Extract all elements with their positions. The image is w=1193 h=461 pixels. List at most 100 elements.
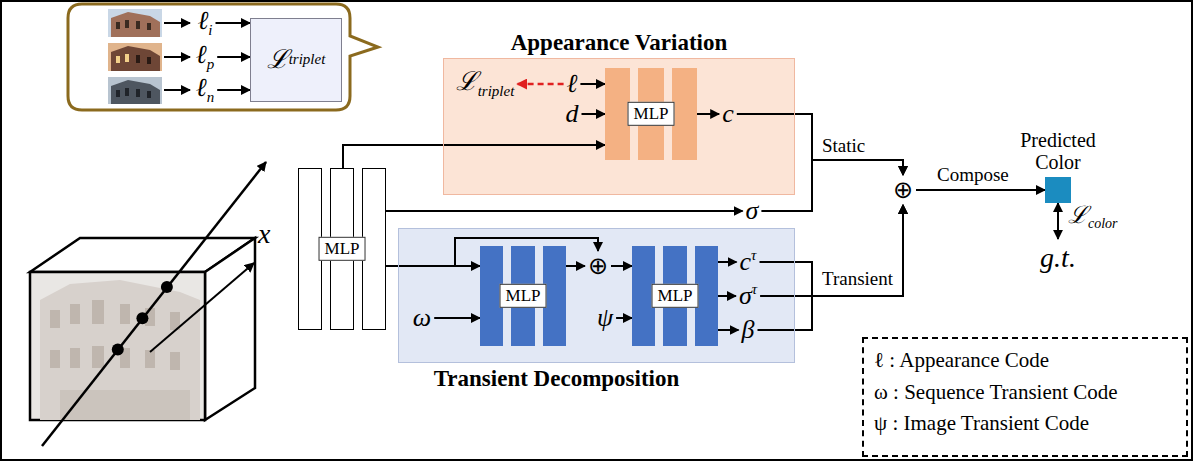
math-letter: ℓ bbox=[567, 69, 578, 98]
math-index: triplet bbox=[289, 51, 326, 68]
data-flow-arrow bbox=[566, 265, 585, 267]
math-letter: d bbox=[566, 99, 579, 128]
loss-box: ℒtriplet bbox=[250, 18, 342, 102]
scene-volume bbox=[30, 238, 255, 420]
panel-title: Transient Decomposition bbox=[359, 366, 754, 391]
math-index: τ bbox=[752, 281, 757, 297]
math-symbol: c bbox=[722, 99, 734, 129]
data-flow-arrow bbox=[760, 205, 903, 296]
axis-label: x bbox=[258, 218, 270, 250]
mlp-layer bbox=[362, 168, 386, 330]
loss-link bbox=[517, 83, 563, 86]
mlp-block: MLP bbox=[480, 246, 566, 346]
math-letter: ℓ bbox=[196, 40, 207, 69]
output-title: Predicted Color bbox=[1003, 129, 1113, 173]
data-flow-arrow bbox=[616, 317, 632, 319]
mlp-block: MLP bbox=[605, 68, 697, 160]
math-symbol: στ bbox=[739, 281, 757, 311]
math-letter: c bbox=[722, 99, 734, 128]
mlp-block: MLP bbox=[298, 168, 386, 330]
sum-operator: ⊕ bbox=[893, 178, 913, 202]
data-flow-arrow bbox=[580, 83, 605, 85]
data-flow-arrow bbox=[217, 56, 250, 58]
data-flow-arrow bbox=[718, 329, 739, 331]
mlp-block: MLP bbox=[632, 246, 718, 346]
sample-point bbox=[112, 343, 124, 355]
position-axis bbox=[150, 263, 254, 352]
math-letter: ⊕ bbox=[588, 252, 608, 280]
math-letter: ψ bbox=[597, 303, 613, 332]
data-flow-arrow bbox=[758, 205, 904, 330]
math-letter: ⊕ bbox=[893, 176, 913, 204]
photo-thumbnail bbox=[108, 43, 162, 71]
math-index: triplet bbox=[478, 83, 515, 99]
data-flow-arrow bbox=[916, 189, 1045, 191]
math-symbol: ℒtriplet bbox=[456, 67, 515, 100]
callout-bubble bbox=[68, 4, 378, 110]
math-symbol: ℓp bbox=[196, 40, 214, 73]
legend-entry: ψ : Image Transient Code bbox=[874, 408, 1176, 440]
loss-label: color bbox=[1088, 216, 1118, 232]
data-flow-arrow bbox=[761, 160, 903, 211]
mlp-label: MLP bbox=[628, 102, 675, 126]
math-letter: ℓ bbox=[197, 6, 208, 35]
image-arrow bbox=[164, 22, 190, 24]
sample-point bbox=[161, 281, 173, 293]
data-flow-arrow bbox=[611, 265, 632, 267]
math-index: τ bbox=[751, 247, 756, 263]
legend-box: ℓ : Appearance Codeω : Sequence Transien… bbox=[862, 337, 1188, 457]
math-letter: ℒ bbox=[456, 67, 478, 96]
data-flow-arrow bbox=[1057, 203, 1059, 239]
math-symbol: σ bbox=[746, 196, 759, 226]
legend-entry: ℓ : Appearance Code bbox=[874, 345, 1176, 377]
image-arrow bbox=[164, 89, 190, 91]
mlp-label: MLP bbox=[319, 237, 366, 261]
data-flow-arrow bbox=[718, 261, 737, 263]
mlp-layer bbox=[672, 68, 697, 160]
math-letter: ω bbox=[413, 303, 431, 332]
data-flow-arrow bbox=[216, 22, 251, 24]
data-flow-arrow bbox=[343, 145, 605, 168]
photo-thumbnail bbox=[108, 77, 162, 104]
math-index: i bbox=[208, 22, 212, 38]
branch-label: Transient bbox=[822, 268, 893, 290]
data-flow-arrow bbox=[582, 113, 606, 115]
math-symbol: ℓi bbox=[197, 6, 212, 39]
math-index: n bbox=[207, 89, 215, 105]
math-symbol: cτ bbox=[740, 247, 757, 277]
edge-label: Compose bbox=[935, 164, 1011, 186]
math-symbol: g.t. bbox=[1040, 242, 1076, 274]
mlp-layer bbox=[605, 68, 630, 160]
image-arrow bbox=[164, 56, 190, 58]
math-symbol: ψ bbox=[597, 303, 613, 333]
math-symbol: ℓn bbox=[196, 73, 214, 106]
data-flow-arrow bbox=[217, 89, 250, 91]
math-symbol: d bbox=[566, 99, 579, 129]
photo-thumbnail bbox=[108, 9, 162, 37]
mlp-label: MLP bbox=[652, 284, 699, 308]
math-letter: c bbox=[740, 247, 752, 276]
mlp-label: MLP bbox=[500, 284, 547, 308]
panel-title: Appearance Variation bbox=[444, 30, 794, 55]
sum-operator: ⊕ bbox=[588, 254, 608, 278]
sample-point bbox=[136, 312, 148, 324]
math-letter: β bbox=[742, 315, 755, 344]
math-index: p bbox=[207, 56, 215, 72]
module-panel: Transient DecompositionωMLP⊕ψMLPcτστβ bbox=[398, 228, 795, 363]
math-letter: g.t. bbox=[1040, 242, 1076, 273]
math-letter: σ bbox=[746, 196, 759, 225]
data-flow-arrow bbox=[718, 295, 736, 297]
module-panel: Appearance VariationℒtripletℓdMLPc bbox=[443, 58, 795, 195]
camera-ray bbox=[42, 162, 266, 446]
math-symbol: β bbox=[742, 315, 755, 345]
math-letter: ℓ bbox=[196, 73, 207, 102]
loss-label: ℒ bbox=[1068, 202, 1088, 230]
math-letter: ℒ bbox=[267, 45, 289, 75]
legend-entry: ω : Sequence Transient Code bbox=[874, 377, 1176, 409]
data-flow-arrow bbox=[760, 205, 904, 296]
math-symbol: ℓ bbox=[567, 69, 578, 99]
data-flow-arrow bbox=[386, 210, 743, 212]
data-flow-arrow bbox=[737, 114, 903, 175]
